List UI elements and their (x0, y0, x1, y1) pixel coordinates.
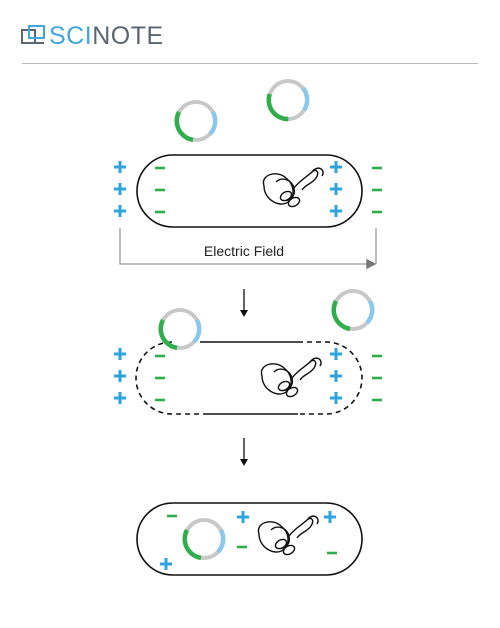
bacterium-cell (136, 154, 363, 228)
plasmid-icon (334, 291, 372, 329)
electric-field-label: Electric Field (204, 243, 284, 259)
membrane-pore-right (298, 341, 363, 415)
plus-charge (112, 390, 128, 406)
plasmid-icon (185, 520, 223, 558)
bacterium-cell (136, 502, 363, 576)
plasmid-icon (266, 78, 311, 122)
plus-charge (158, 556, 174, 572)
logo-text: SCINOTE (49, 22, 164, 50)
stage-3 (136, 502, 363, 576)
logo-text-note: NOTE (92, 22, 164, 50)
plus-charge (112, 368, 128, 384)
plus-charge (235, 509, 251, 525)
plus-charge (328, 159, 344, 175)
stage-2 (112, 291, 384, 415)
scinote-logo[interactable]: SCINOTE (20, 22, 164, 50)
chromosome-icon (260, 357, 322, 400)
logo-text-sci: SCI (49, 22, 93, 50)
chromosome-icon (262, 167, 324, 210)
header: SCINOTE (0, 0, 500, 70)
chromosome-icon (257, 515, 319, 558)
plus-charge (112, 203, 128, 219)
electric-field-arrow (119, 228, 377, 270)
plasmid-icon (161, 310, 199, 348)
plus-charge (328, 203, 344, 219)
plus-charge (112, 346, 128, 362)
plus-charge (328, 390, 344, 406)
plus-charge (322, 509, 338, 525)
down-arrow-head (240, 459, 248, 466)
membrane-pore-left (135, 341, 205, 415)
down-arrow-head (240, 310, 248, 317)
stage-1: Electric Field (112, 78, 384, 270)
scinote-logo-icon (21, 25, 45, 44)
plus-charge (328, 346, 344, 362)
plus-charge (112, 159, 128, 175)
plus-charge (112, 181, 128, 197)
plus-charge (328, 368, 344, 384)
plus-charge (328, 181, 344, 197)
header-divider (22, 63, 478, 64)
plasmid-icon (177, 102, 215, 140)
